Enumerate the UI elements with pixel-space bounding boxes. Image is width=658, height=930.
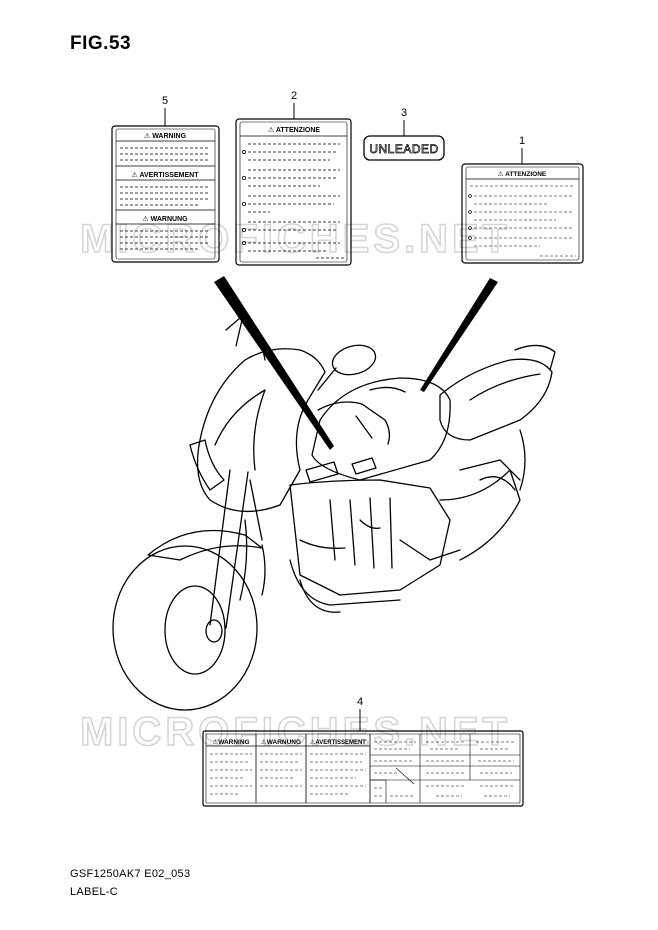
attenzione-label-large: ⚠ ATTENZIONE [235, 118, 352, 266]
pointer-wedges [214, 276, 498, 450]
attenzione-header: ⚠ ATTENZIONE [268, 126, 320, 134]
watermark-bottom: MICROFICHES.NET [80, 710, 511, 754]
info-warning-header: ⚠WARNING [212, 739, 249, 746]
section-name: LABEL-C [70, 886, 118, 898]
callout-4: 4 [357, 696, 363, 731]
callout-3: 3 [401, 107, 407, 136]
unleaded-text: UNLEADED [369, 142, 438, 156]
warnung-header: ⚠ WARNUNG [142, 215, 188, 223]
callout-number: 2 [291, 90, 297, 102]
callout-2: 2 [291, 90, 297, 119]
callout-number: 5 [162, 95, 168, 107]
figure-title: FIG.53 [70, 33, 132, 54]
motorcycle-drawing [112, 317, 556, 711]
attenzione-label-small: ⚠ ATTENZIONE [461, 163, 584, 264]
warning-label: ⚠ WARNING ⚠ AVERTISSEMENT ⚠ WARNUNG [111, 125, 220, 263]
callout-5: 5 [162, 95, 168, 126]
part-code: GSF1250AK7 E02_053 [70, 868, 191, 880]
attenzione-header: ⚠ ATTENZIONE [498, 171, 547, 178]
info-avertissement-header: ⚠AVERTISSEMENT [310, 739, 366, 746]
callout-number: 4 [357, 696, 363, 708]
avertissement-header: ⚠ AVERTISSEMENT [132, 171, 200, 179]
info-warnung-header: ⚠WARNUNG [261, 739, 301, 746]
callout-number: 1 [519, 135, 525, 147]
unleaded-label: UNLEADED [363, 135, 445, 161]
warning-header: ⚠ WARNING [144, 132, 187, 140]
callout-1: 1 [519, 135, 525, 164]
callout-number: 3 [401, 107, 407, 119]
info-label: ⚠WARNING ⚠WARNUNG ⚠AVERTISSEMENT [202, 730, 524, 807]
